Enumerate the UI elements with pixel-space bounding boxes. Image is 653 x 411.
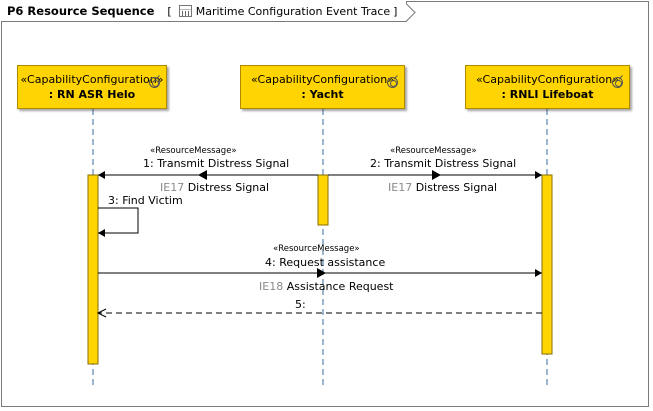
message-1-item-flow: IE17 Distress Signal: [160, 181, 269, 194]
message-5-arrowhead: [96, 308, 107, 318]
lifeline-name: : RN ASR Helo: [48, 88, 136, 101]
message-3-label[interactable]: 3: Find Victim: [108, 194, 183, 207]
item-flow-name: Distress Signal: [415, 181, 498, 194]
lifeline-stereotype: «CapabilityConfiguration»: [476, 73, 619, 86]
message-4-item-flow: IE18 Assistance Request: [259, 280, 394, 293]
lifeline-stereotype: «CapabilityConfiguration»: [20, 73, 164, 86]
message-2-itemflow-triangle: [432, 170, 441, 180]
lifeline-head-yacht[interactable]: «CapabilityConfiguration» : Yacht: [240, 65, 405, 109]
message-5-label[interactable]: 5:: [295, 298, 306, 311]
message-4-itemflow-triangle: [317, 268, 326, 278]
lifeline-name: : Yacht: [301, 88, 344, 101]
message-1-itemflow-triangle: [198, 170, 207, 180]
message-3-line[interactable]: [98, 207, 139, 234]
frame-header: P6 Resource Sequence [ Maritime Configur…: [1, 1, 408, 22]
message-2-stereotype: «ResourceMessage»: [390, 146, 477, 156]
message-4-arrowhead: [535, 269, 542, 277]
lifeline-head-rnli-lifeboat[interactable]: «CapabilityConfiguration» : RNLI Lifeboa…: [465, 65, 630, 109]
message-2-item-flow: IE17 Distress Signal: [388, 181, 497, 194]
message-2-label[interactable]: 2: Transmit Distress Signal: [370, 157, 517, 170]
activation-yacht[interactable]: [317, 174, 329, 226]
message-4-stereotype: «ResourceMessage»: [273, 244, 360, 254]
capability-configuration-icon: [612, 77, 623, 88]
item-flow-id: IE18: [259, 280, 284, 293]
item-flow-id: IE17: [388, 181, 413, 194]
bracket-open: [: [167, 4, 172, 18]
bracket-close: ]: [393, 4, 398, 18]
activation-rn-asr-helo[interactable]: [87, 174, 99, 365]
diagram-title: P6 Resource Sequence: [7, 4, 155, 18]
capability-configuration-icon: [387, 77, 398, 88]
message-4-label[interactable]: 4: Request assistance: [265, 256, 386, 269]
lifeline-stereotype: «CapabilityConfiguration»: [251, 73, 394, 86]
message-1-label[interactable]: 1: Transmit Distress Signal: [143, 157, 290, 170]
message-1-stereotype: «ResourceMessage»: [150, 146, 237, 156]
item-flow-name: Assistance Request: [286, 280, 394, 293]
diagram-name: Maritime Configuration Event Trace: [195, 4, 391, 18]
message-2-arrowhead: [535, 171, 542, 179]
sequence-diagram-icon: [178, 5, 192, 17]
item-flow-id: IE17: [160, 181, 185, 194]
item-flow-name: Distress Signal: [187, 181, 270, 194]
capability-configuration-icon: [149, 77, 160, 88]
message-3-arrowhead: [98, 229, 105, 237]
activation-rnli-lifeboat[interactable]: [541, 174, 553, 355]
message-1-arrowhead: [98, 171, 105, 179]
lifeline-name: : RNLI Lifeboat: [501, 88, 594, 101]
lifeline-head-rn-asr-helo[interactable]: «CapabilityConfiguration» : RN ASR Helo: [17, 65, 167, 109]
